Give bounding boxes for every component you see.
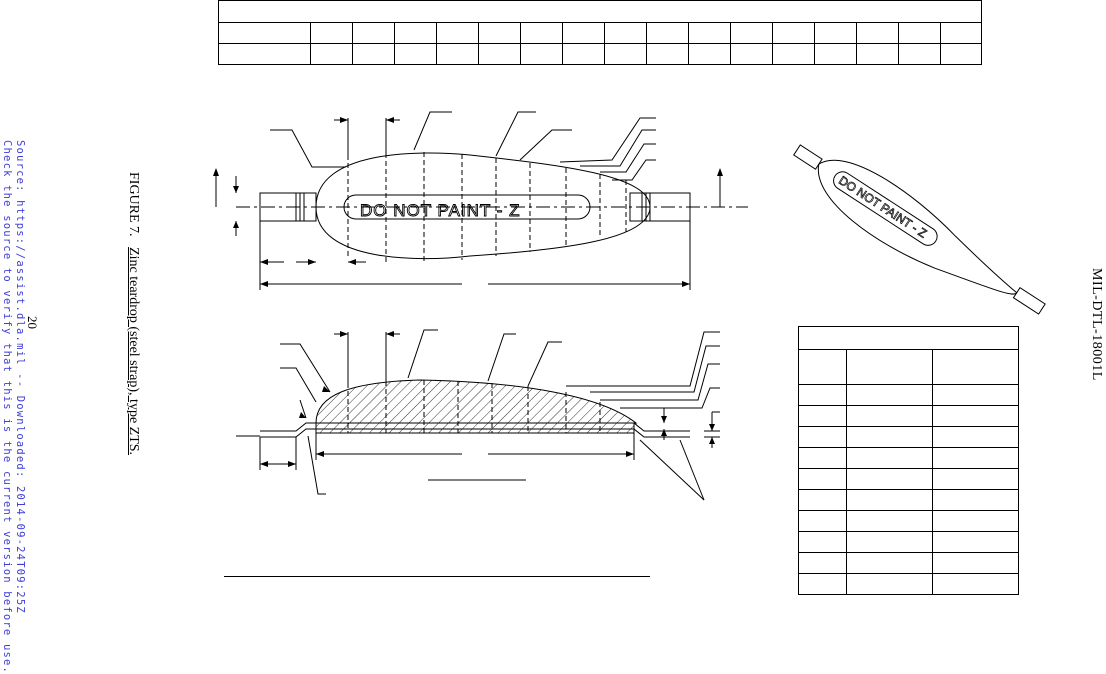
table-row bbox=[798, 405, 1020, 427]
dimension-table-side bbox=[797, 326, 1020, 595]
table-row bbox=[798, 531, 1020, 553]
dimension-table-top bbox=[217, 0, 983, 65]
isometric-view: DO NOT PAINT - Z bbox=[793, 144, 1046, 315]
table-row bbox=[798, 426, 1020, 448]
teardrop-anode-drawing: DO NOT PAINT - Z DO NOT PAINT - Z bbox=[213, 111, 1046, 501]
stencil-text: DO NOT PAINT - Z bbox=[360, 201, 521, 220]
table-row bbox=[798, 552, 1020, 574]
section-view bbox=[236, 329, 720, 501]
table-row bbox=[798, 468, 1020, 490]
table-row bbox=[218, 22, 983, 44]
iso-stencil-text: DO NOT PAINT - Z bbox=[836, 173, 929, 240]
bottom-rule bbox=[224, 576, 650, 577]
table-row bbox=[798, 349, 1020, 385]
table-row bbox=[218, 43, 983, 65]
top-view bbox=[215, 111, 748, 290]
table-row bbox=[798, 573, 1020, 595]
